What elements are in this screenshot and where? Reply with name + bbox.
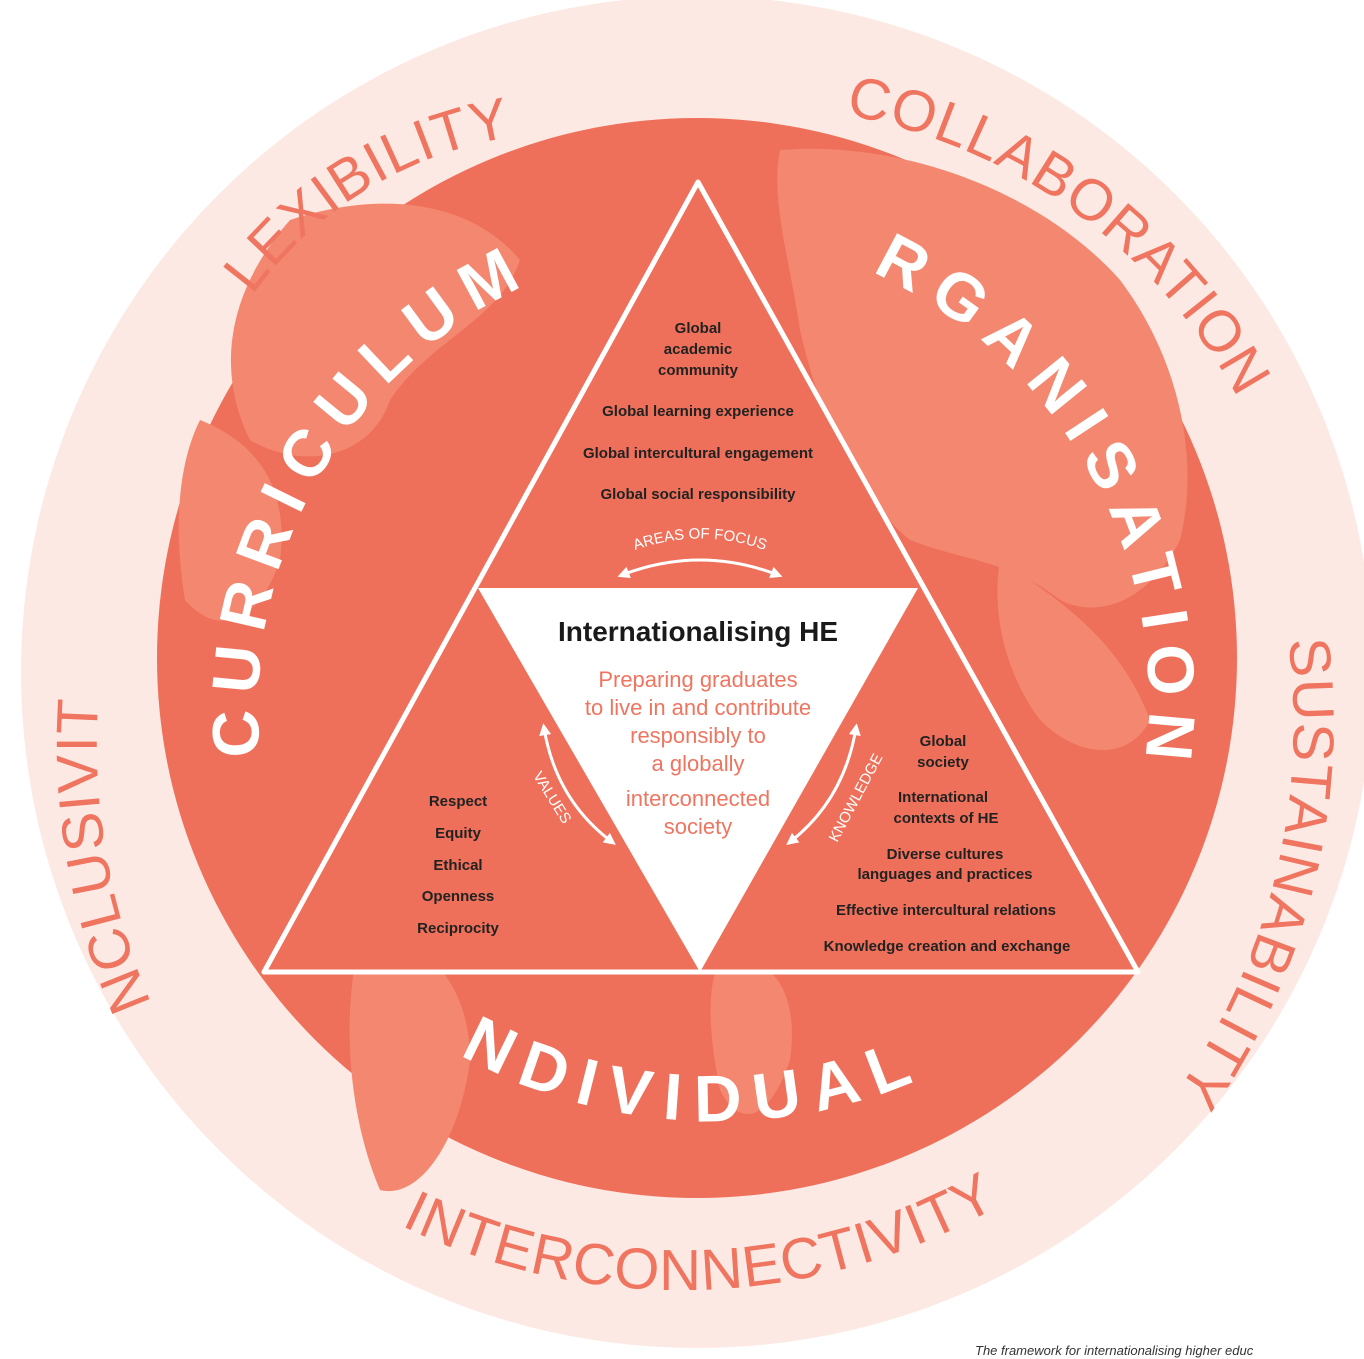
knowledge-item: Effective intercultural relations xyxy=(836,902,1056,919)
knowledge-item: Diverse cultures xyxy=(887,846,1004,863)
top-item: Global social responsibility xyxy=(600,486,796,503)
left-triangle-items: Respect Equity Ethical Openness Reciproc… xyxy=(417,793,499,937)
footnote: The framework for internationalising hig… xyxy=(975,1343,1254,1358)
subtitle-line: interconnected xyxy=(626,786,770,811)
knowledge-item: languages and practices xyxy=(857,866,1032,883)
subtitle-line: a globally xyxy=(652,751,745,776)
center-triangle xyxy=(478,588,918,972)
top-item: Global xyxy=(675,320,722,337)
right-triangle-items: Global society International contexts of… xyxy=(824,733,1071,955)
top-triangle-items: Global academic community Global learnin… xyxy=(583,320,813,503)
top-item: Global learning experience xyxy=(602,403,794,420)
knowledge-arrow xyxy=(786,723,861,845)
areas-of-focus-arrow xyxy=(617,558,783,579)
subtitle-line: to live in and contribute xyxy=(585,695,811,720)
subtitle-line: Preparing graduates xyxy=(598,667,797,692)
value-item: Ethical xyxy=(433,857,482,874)
knowledge-item: International xyxy=(898,789,988,806)
value-item: Reciprocity xyxy=(417,920,499,937)
knowledge-item: Knowledge creation and exchange xyxy=(824,938,1071,955)
knowledge-item: Global xyxy=(920,733,967,750)
subtitle-line: society xyxy=(664,814,732,839)
knowledge-item: society xyxy=(917,754,969,771)
knowledge-item: contexts of HE xyxy=(893,810,998,827)
center-title: Internationalising HE xyxy=(558,616,838,647)
value-item: Equity xyxy=(435,825,481,842)
center-subtitle: Preparing graduates to live in and contr… xyxy=(585,667,811,839)
top-item: academic xyxy=(664,341,732,358)
world-map xyxy=(178,148,1188,1192)
top-item: community xyxy=(658,362,739,379)
subtitle-line: responsibly to xyxy=(630,723,766,748)
value-item: Openness xyxy=(422,888,495,905)
value-item: Respect xyxy=(429,793,487,810)
top-item: Global intercultural engagement xyxy=(583,445,813,462)
values-arrow xyxy=(539,723,616,845)
